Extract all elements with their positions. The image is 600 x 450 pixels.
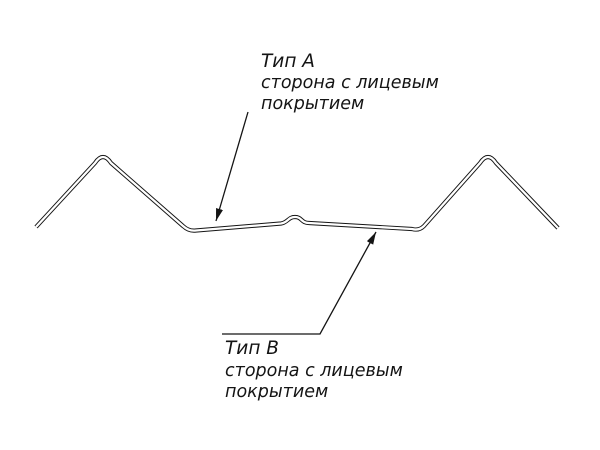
callout-b-line2: покрытием (225, 382, 328, 402)
leader-line-type-b (222, 231, 377, 335)
callout-a-title: Тип А (261, 51, 315, 72)
callout-b-line1: сторона с лицевым (225, 361, 403, 381)
callout-a-line1: сторона с лицевым (261, 73, 439, 93)
callout-b-title: Тип В (225, 338, 279, 359)
profile-outline-outer (36, 157, 558, 231)
callout-a-line2: покрытием (261, 94, 364, 114)
leader-line-type-a (215, 111, 249, 222)
